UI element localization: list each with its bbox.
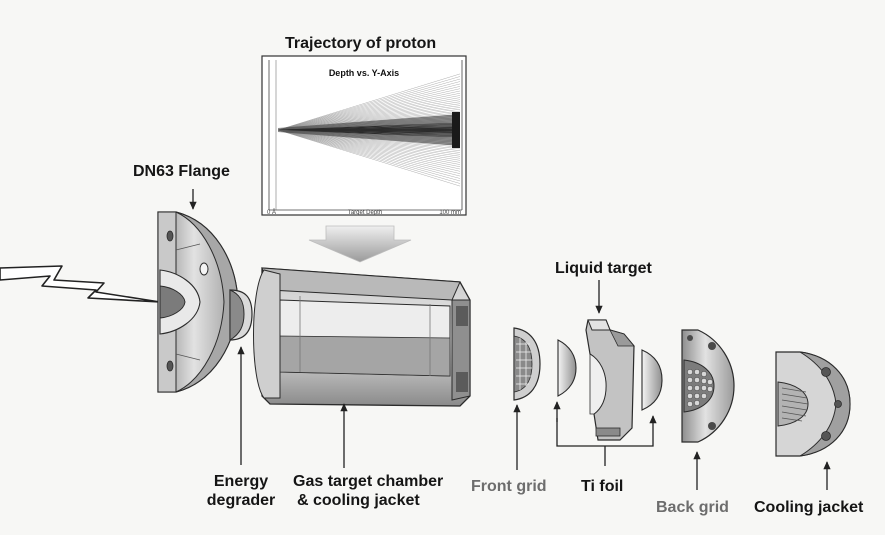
ti-foil-right (641, 349, 663, 411)
stopping-region (452, 112, 460, 148)
energy-degrader (229, 289, 253, 341)
trajectory-line (277, 88, 461, 131)
plot-x-max-label: 100 mm (439, 210, 461, 216)
dn63-flange (157, 211, 239, 393)
trajectory-line (277, 129, 461, 172)
ti-foil-label: Ti foil (581, 478, 624, 495)
trajectory-line (277, 81, 461, 131)
plot-heading: Trajectory of proton (285, 35, 437, 52)
back-grid (681, 329, 735, 443)
energy-degrader-label: Energy degrader (199, 472, 283, 510)
front-grid-label: Front grid (471, 478, 547, 495)
trajectory-line (277, 73, 461, 131)
trajectory-line (277, 76, 461, 131)
trajectory-line (277, 129, 461, 159)
trajectory-line (277, 97, 461, 131)
plot-x-axis-label: Target Depth (348, 210, 382, 216)
energy-degrader-label-line1: Energy (213, 473, 269, 490)
leader-arrows (189, 189, 831, 490)
trajectory-line (277, 78, 461, 131)
ti-foil-left (557, 339, 577, 397)
liquid-target (585, 319, 635, 441)
trajectory-plot: Depth vs. Y-Axis 0 Å Target Depth 100 mm (261, 55, 467, 216)
trajectory-line (277, 101, 461, 131)
front-grid (513, 327, 541, 401)
trajectory-line (277, 129, 461, 184)
gas-target-chamber-label: Gas target chamber & cooling jacket (293, 472, 443, 510)
trajectory-line (277, 129, 461, 170)
energy-degrader-label-line2: degrader (206, 492, 276, 509)
trajectory-line (277, 129, 461, 161)
back-grid-label: Back grid (656, 499, 729, 516)
dn63-flange-label: DN63 Flange (133, 163, 230, 180)
trajectory-line (277, 129, 461, 163)
gas-target-chamber-label-line2: & cooling jacket (297, 492, 420, 509)
trajectory-line (277, 93, 461, 131)
trajectory-core (278, 114, 460, 146)
trajectory-line (277, 103, 461, 131)
trajectory-line (277, 129, 461, 182)
trajectory-line (277, 129, 461, 167)
trajectory-line (277, 129, 461, 165)
down-arrow (308, 225, 412, 263)
cooling-jacket (775, 351, 851, 457)
liquid-target-label: Liquid target (555, 260, 652, 277)
cooling-jacket-label: Cooling jacket (754, 499, 864, 516)
trajectory-line (277, 99, 461, 131)
plot-x-min-label: 0 Å (267, 209, 276, 216)
trajectory-line (277, 90, 461, 131)
trajectory-line (277, 129, 461, 187)
trajectory-line (277, 86, 461, 131)
trajectory-line (277, 129, 461, 179)
trajectory-line (277, 129, 461, 174)
gas-target-chamber (253, 267, 471, 407)
trajectory-line (277, 83, 461, 131)
proton-beam-lightning-icon (0, 265, 161, 303)
trajectory-line (277, 129, 461, 157)
trajectory-line (277, 129, 461, 177)
proton-trajectory-fan (277, 73, 461, 187)
trajectory-line (277, 95, 461, 131)
plot-title: Depth vs. Y-Axis (329, 68, 399, 78)
gas-target-chamber-label-line1: Gas target chamber (293, 473, 444, 490)
